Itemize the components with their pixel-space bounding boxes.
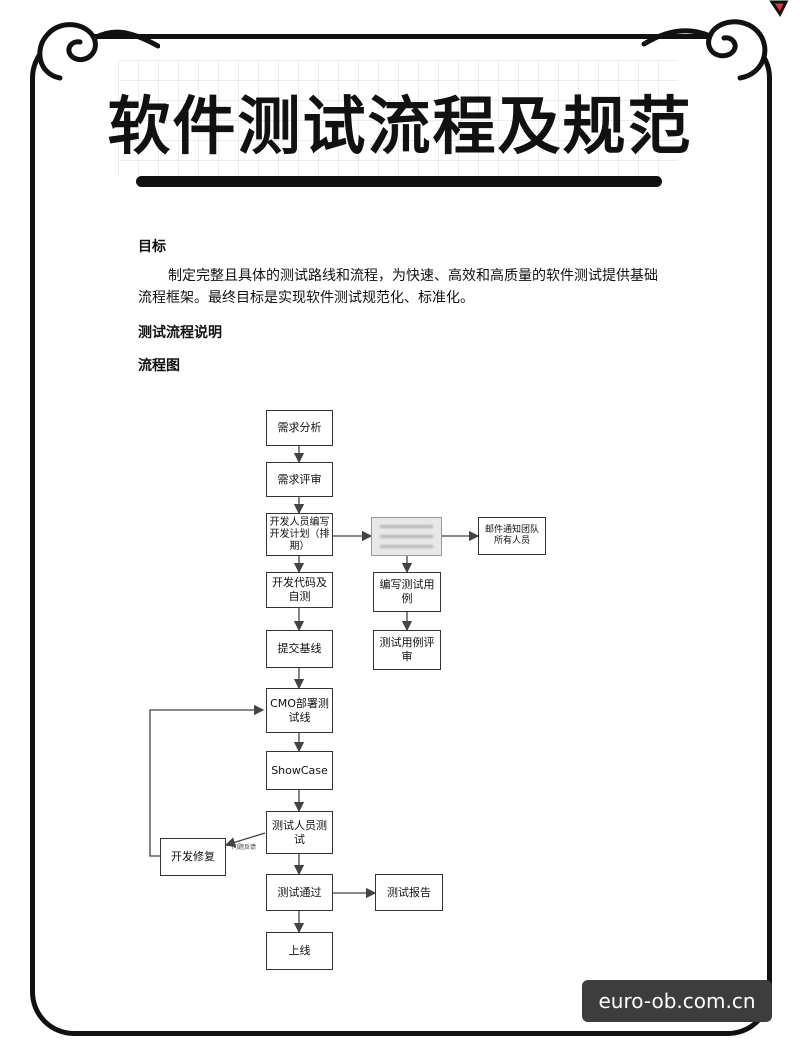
node-tester-test: 测试人员测试 bbox=[266, 811, 333, 854]
node-case-review: 测试用例评审 bbox=[373, 630, 441, 670]
node-dev-plan: 开发人员编写开发计划（排期） bbox=[266, 513, 333, 556]
node-req-analysis: 需求分析 bbox=[266, 410, 333, 446]
edge-fix-cmo bbox=[149, 704, 265, 857]
node-dev-fix: 开发修复 bbox=[160, 838, 226, 876]
edge-tester-fix bbox=[224, 832, 266, 848]
left-scroll-curl bbox=[37, 22, 160, 81]
process-heading: 测试流程说明 bbox=[138, 325, 222, 341]
flowchart-heading: 流程图 bbox=[138, 358, 180, 374]
node-write-cases: 编写测试用例 bbox=[373, 572, 441, 612]
node-submit-baseline: 提交基线 bbox=[266, 630, 333, 668]
node-email-notify: 邮件通知团队所有人员 bbox=[478, 517, 546, 555]
node-test-pass: 测试通过 bbox=[266, 874, 333, 911]
edge-label-bug-feedback: 问题反馈 bbox=[232, 844, 257, 851]
node-blurred-obscured bbox=[371, 517, 442, 556]
title-grid-background bbox=[118, 60, 678, 176]
title-underline bbox=[136, 176, 662, 187]
watermark: euro-ob.com.cn bbox=[582, 980, 772, 1022]
goal-text: 制定完整且具体的测试路线和流程，为快速、高效和高质量的软件测试提供基础流程框架。… bbox=[138, 268, 658, 306]
goal-heading: 目标 bbox=[138, 239, 166, 255]
node-showcase: ShowCase bbox=[266, 751, 333, 790]
node-cmo-deploy: CMO部署测试线 bbox=[266, 688, 333, 733]
node-req-review: 需求评审 bbox=[266, 462, 333, 497]
right-scroll-curl bbox=[641, 0, 789, 81]
node-test-report: 测试报告 bbox=[375, 874, 443, 911]
node-go-live: 上线 bbox=[266, 932, 333, 970]
page-title: 软件测试流程及规范 bbox=[107, 90, 693, 163]
node-dev-code: 开发代码及自测 bbox=[266, 572, 333, 608]
